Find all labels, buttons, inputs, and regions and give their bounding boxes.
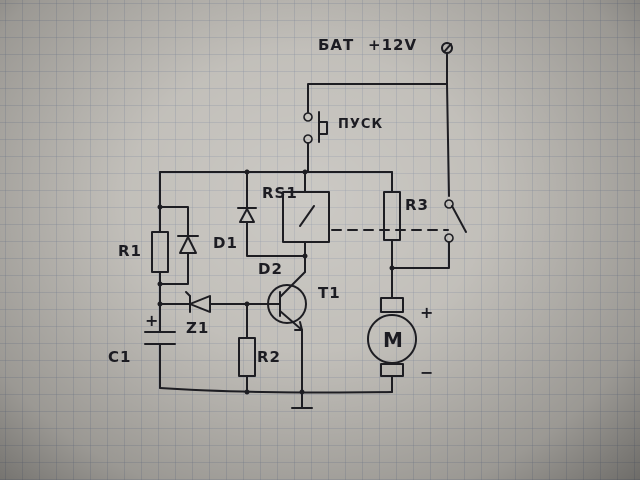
voltage-label: +12V <box>368 36 417 54</box>
start-button-label: ПУСК <box>338 117 383 132</box>
d1-label: D1 <box>213 234 238 252</box>
supply-wiring <box>307 52 450 197</box>
top-rail <box>159 169 393 175</box>
diode-d1 <box>159 206 199 285</box>
battery-terminal <box>441 42 453 54</box>
battery-label: БАТ <box>318 36 354 54</box>
relay-rs1-coil <box>282 171 330 273</box>
resistor-r1 <box>151 171 169 287</box>
resistor-r2 <box>238 303 256 393</box>
ground-rail <box>159 387 393 395</box>
relay-label: RS1 <box>262 184 298 202</box>
transistor-t1 <box>246 271 307 393</box>
start-button-symbol <box>303 111 328 173</box>
c1-plus-label: + <box>145 311 158 330</box>
z1-label: Z1 <box>186 319 209 337</box>
c1-label: C1 <box>108 348 131 366</box>
resistor-r3 <box>383 171 401 271</box>
r3-label: R3 <box>405 196 429 214</box>
d2-label: D2 <box>258 260 283 278</box>
motor-minus-label: − <box>420 363 433 382</box>
r2-label: R2 <box>257 348 281 366</box>
zener-z1 <box>159 291 250 313</box>
motor-m <box>367 267 417 393</box>
relay-switch-contact <box>391 199 467 269</box>
motor-plus-label: + <box>420 303 433 322</box>
t1-label: T1 <box>318 284 341 302</box>
capacitor-c1 <box>144 331 176 389</box>
r1-label: R1 <box>118 242 142 260</box>
ground-symbol <box>291 391 313 409</box>
motor-label: M <box>383 328 403 352</box>
